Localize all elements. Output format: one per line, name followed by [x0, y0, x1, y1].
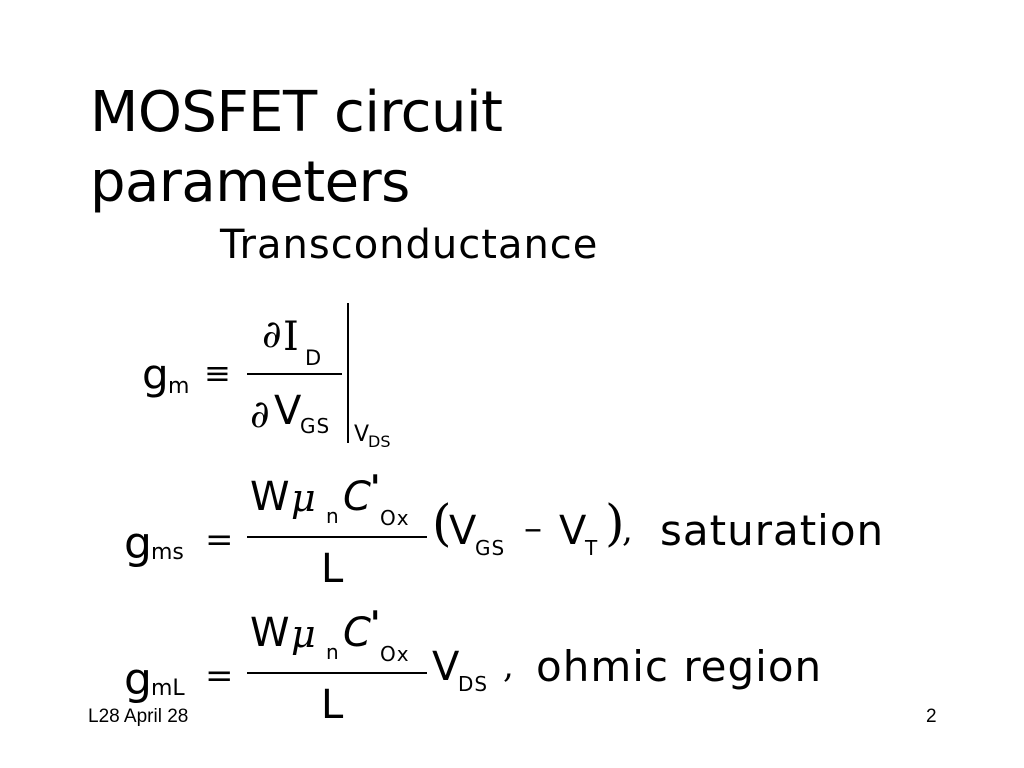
- page-number: 2: [926, 706, 937, 727]
- eq3-sub-mL: mL: [151, 676, 185, 701]
- eq1-partial-bottom: ∂: [250, 392, 270, 436]
- eq2-sub-GS: GS: [475, 536, 506, 560]
- eq1-sub-GS: GS: [300, 414, 331, 438]
- eq1-I: I: [283, 314, 299, 360]
- eq1-V: V: [274, 388, 302, 434]
- eq3-C: C: [343, 610, 371, 656]
- eq2-mu: μ: [291, 476, 316, 520]
- eq2-equals-sign: =: [205, 520, 234, 560]
- eq2-sub-Ox: Ox: [380, 506, 410, 530]
- eq3-sub-Ox: Ox: [380, 642, 410, 666]
- eq1-eval-sub-DS: DS: [368, 432, 391, 451]
- eq3-V: V: [432, 644, 460, 690]
- eq1-g: g: [142, 350, 169, 399]
- eq1-partial-top: ∂: [262, 312, 282, 356]
- eq2-C: C: [343, 474, 371, 520]
- eq3-W: W: [250, 610, 290, 656]
- eq3-comma: ,: [503, 646, 514, 686]
- eq2-label-saturation: saturation: [660, 506, 885, 555]
- eq2-W: W: [250, 474, 290, 520]
- eq3-equals-sign: =: [205, 656, 234, 696]
- eq2-sub-n: n: [326, 504, 339, 528]
- slide-title: MOSFET circuit parameters: [90, 78, 730, 218]
- eq2-g: g: [124, 518, 152, 569]
- eq2-left-paren: (: [432, 494, 452, 552]
- eq2-V: V: [449, 508, 477, 554]
- eq2-V-T: V: [559, 508, 587, 554]
- eq3-fraction-bar: [247, 672, 427, 674]
- eq2-L: L: [321, 546, 344, 592]
- eq2-right-paren: ): [605, 494, 625, 552]
- eq3-g: g: [124, 654, 152, 705]
- eq1-evaluation-bar: [347, 303, 349, 443]
- eq1-sub-D: D: [305, 346, 322, 370]
- eq1-eval-V: V: [354, 422, 370, 447]
- title-line-2: parameters: [90, 150, 410, 215]
- eq3-sub-n: n: [326, 640, 339, 664]
- eq3-prime: ': [370, 604, 381, 644]
- subtitle-transconductance: Transconductance: [220, 222, 599, 268]
- title-line-1: MOSFET circuit: [90, 80, 503, 145]
- eq2-comma: ,: [622, 510, 633, 550]
- eq1-fraction-bar: [247, 373, 342, 375]
- eq3-label-ohmic-region: ohmic region: [536, 642, 823, 691]
- eq2-fraction-bar: [247, 536, 427, 538]
- eq3-L: L: [321, 682, 344, 728]
- eq2-minus-sign: –: [524, 508, 542, 549]
- eq2-sub-ms: ms: [151, 540, 184, 565]
- eq3-mu: μ: [291, 612, 316, 656]
- eq1-sub-m: m: [168, 374, 190, 399]
- eq2-sub-T: T: [585, 536, 598, 560]
- footer-date: L28 April 28: [88, 706, 189, 727]
- eq3-sub-DS: DS: [458, 672, 489, 696]
- eq2-prime: ': [370, 468, 381, 508]
- eq1-equiv-sign: ≡: [204, 354, 231, 392]
